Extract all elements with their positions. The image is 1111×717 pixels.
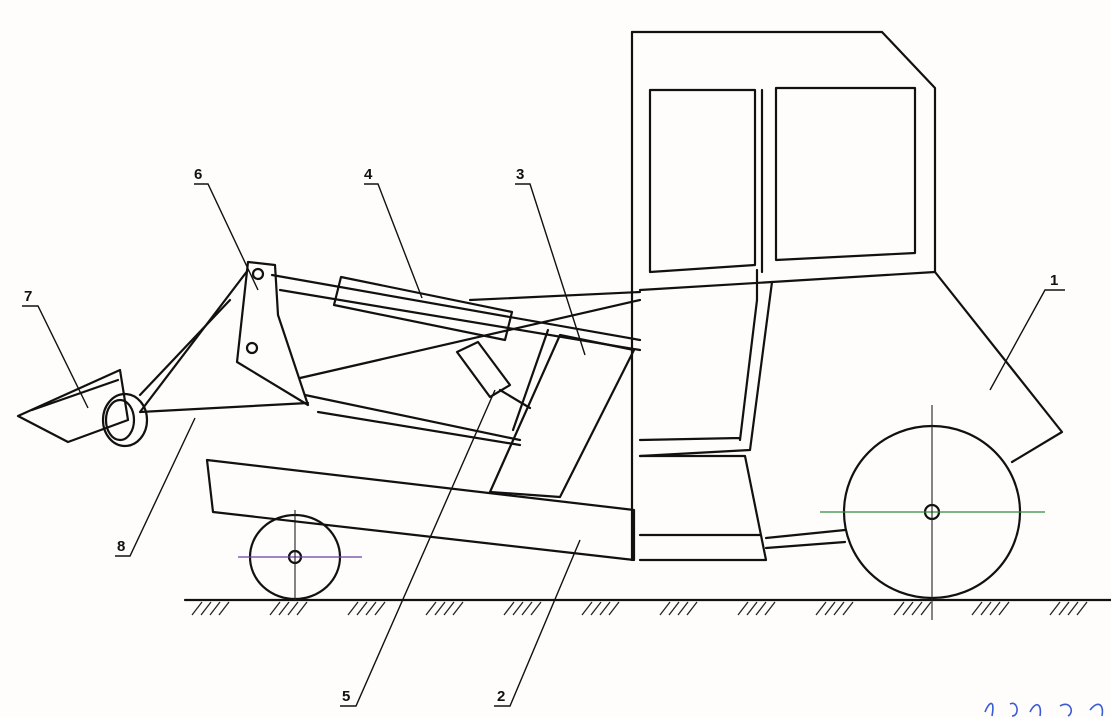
ground-hatch-stroke [278,601,290,616]
ground-hatch-stroke [815,601,827,616]
ground-hatch-stroke [200,601,212,616]
ground-hatch-stroke [452,601,464,616]
ground-hatch-stroke [521,601,533,616]
ground-hatch-stroke [824,601,836,616]
ground-hatch-stroke [1067,601,1079,616]
front-wheel [238,510,362,601]
ground-hatch-stroke [1049,601,1061,616]
ground-hatch-stroke [677,601,689,616]
rear-wheel [820,405,1045,620]
ground-hatch-stroke [902,601,914,616]
support-post [488,328,636,499]
ground-hatch-stroke [530,601,542,616]
ground-hatch-stroke [365,601,377,616]
ground-hatch-stroke [269,601,281,616]
ground-hatch-stroke [833,601,845,616]
hood [764,270,1064,550]
ground-hatch-stroke [1058,601,1070,616]
ground-hatch-stroke [737,601,749,616]
callout-7: 7 [24,288,32,305]
callout-1: 1 [1050,272,1058,289]
callout-4: 4 [364,166,373,183]
secondary-cylinder [455,340,512,399]
ground-hatch-stroke [893,601,905,616]
ground-hatch-stroke [659,601,671,616]
lever-plate [235,260,310,407]
ground-hatch-stroke [425,601,437,616]
ground-hatch-stroke [347,601,359,616]
ground-hatch-stroke [581,601,593,616]
ground-hatch-stroke [1076,601,1088,616]
ground-hatch-stroke [971,601,983,616]
ground-hatch-stroke [443,601,455,616]
callout-2: 2 [497,688,505,705]
ground-hatching [191,601,1088,616]
ground-hatch-stroke [746,601,758,616]
callout-5: 5 [342,688,350,705]
ground-hatch-stroke [434,601,446,616]
cab-window-left [648,88,757,274]
ground-hatch-stroke [842,601,854,616]
ground-hatch-stroke [668,601,680,616]
ground-hatch-stroke [512,601,524,616]
hydraulic-cylinder [332,275,514,342]
ground-hatch-stroke [218,601,230,616]
callout-3: 3 [516,166,524,183]
ground [183,598,1111,616]
ground-hatch-stroke [989,601,1001,616]
cab-window-right [774,86,917,262]
ground-hatch-stroke [374,601,386,616]
callouts: 1 2 3 4 5 6 7 8 [22,166,1065,707]
signature [984,702,1104,717]
ground-hatch-stroke [590,601,602,616]
cab [630,30,937,562]
ground-hatch-stroke [287,601,299,616]
working-tool [16,368,149,448]
ground-hatch-stroke [503,601,515,616]
ground-hatch-stroke [296,601,308,616]
ground-hatch-stroke [755,601,767,616]
frame-beam [205,458,636,562]
ground-hatch-stroke [911,601,923,616]
ground-hatch-stroke [998,601,1010,616]
ground-hatch-stroke [764,601,776,616]
callout-8: 8 [117,538,125,555]
linkage-arm [138,268,310,414]
callout-6: 6 [194,166,202,183]
ground-hatch-stroke [608,601,620,616]
ground-hatch-stroke [599,601,611,616]
ground-hatch-stroke [920,601,932,616]
ground-hatch-stroke [209,601,221,616]
ground-hatch-stroke [980,601,992,616]
ground-hatch-stroke [191,601,203,616]
ground-hatch-stroke [686,601,698,616]
ground-hatch-stroke [356,601,368,616]
